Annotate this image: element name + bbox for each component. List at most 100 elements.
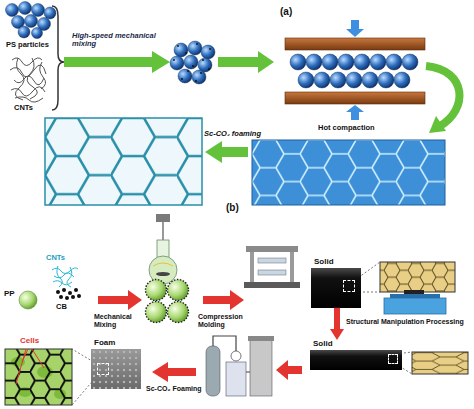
- mixing-flask: [156, 272, 170, 276]
- solid-microstructure: [380, 262, 455, 292]
- hot-press: [386, 54, 402, 70]
- foam-sample: Foam: [86, 339, 144, 389]
- red-arrow: [276, 360, 302, 380]
- curved-green-arrow: [426, 66, 460, 126]
- compression-press: [244, 246, 300, 288]
- cb-particles: [59, 295, 63, 299]
- manipulation-device: [390, 294, 440, 298]
- cb-particles: [62, 288, 66, 292]
- curved-green-arrow: [429, 116, 446, 133]
- mixed-particles: [168, 280, 189, 301]
- foaming-apparatus: [213, 336, 250, 372]
- sample-block: [311, 268, 361, 308]
- process-label: Hot compaction: [318, 124, 375, 132]
- cnt-coating: [187, 70, 189, 72]
- manipulation-device: [384, 290, 446, 314]
- cnt-tangle: [10, 65, 46, 77]
- hot-press: [346, 72, 362, 88]
- mixed-particles: [168, 302, 189, 323]
- cb-particles: [77, 294, 81, 298]
- process-arrow: [334, 308, 340, 329]
- hot-press: [285, 20, 425, 120]
- material-label: PP: [4, 290, 15, 299]
- sample-block: [91, 349, 141, 389]
- cnt-coating: [195, 80, 197, 82]
- cnt-symbol: [52, 266, 78, 287]
- foamed-sample: [45, 118, 202, 205]
- green-arrow: [64, 51, 170, 73]
- sample-block: [310, 350, 402, 370]
- process-label: Compression Molding: [198, 313, 254, 328]
- compression-press: [290, 252, 294, 282]
- coated-particles: [170, 56, 184, 70]
- ps-particles: [6, 4, 19, 17]
- material-label: CB: [56, 303, 67, 311]
- hot-press: [330, 72, 346, 88]
- compression-press: [246, 246, 298, 252]
- hot-press: [370, 54, 386, 70]
- cnt-coating: [200, 72, 202, 74]
- mixed-particles: [146, 280, 189, 323]
- hot-press: [338, 54, 354, 70]
- red-arrow: [98, 290, 142, 310]
- cb-particles: [65, 296, 69, 300]
- cnt-tangle: [15, 58, 24, 100]
- curved-green-arrow: [426, 66, 460, 133]
- green-arrow: [205, 141, 248, 163]
- foaming-apparatus: [248, 336, 274, 341]
- material-label: CNTs: [46, 254, 65, 262]
- ps-particles: [18, 26, 30, 38]
- foaming-apparatus: [226, 362, 246, 396]
- coated-particles: [192, 70, 206, 84]
- ps-particles: [19, 2, 32, 15]
- process-label: Sc-CO₂ foaming: [204, 130, 261, 138]
- cb-particles: [74, 288, 78, 292]
- red-arrow: [203, 290, 244, 310]
- foaming-apparatus: [206, 336, 274, 396]
- ps-particles: [32, 28, 43, 39]
- solid-sample: Solid: [306, 258, 368, 308]
- process-label: Sc-CO₂ Foaming: [146, 385, 202, 393]
- panel-label: (b): [226, 202, 239, 213]
- cnt-coating: [209, 48, 211, 50]
- cb-particles: [56, 288, 81, 300]
- hot-press: [285, 38, 425, 50]
- compacted-sample: [252, 140, 445, 205]
- cnt-tangle: [40, 62, 46, 89]
- process-label: Structural Manipulation Processing: [346, 318, 464, 326]
- compression-press: [250, 252, 254, 282]
- cell-image: [16, 349, 44, 384]
- manipulation-device: [404, 290, 424, 294]
- cnt-coating: [192, 65, 194, 67]
- hot-press: [402, 54, 418, 70]
- cell-image: [5, 349, 72, 405]
- pp-particle: [19, 291, 37, 309]
- mixed-particles: [146, 280, 167, 301]
- coated-particles: [178, 69, 192, 83]
- hot-press: [290, 54, 418, 88]
- cnt-tangle: [10, 58, 46, 102]
- mixing-flask: [153, 263, 173, 266]
- cnt-coating: [181, 78, 183, 80]
- mixing-flask: [149, 214, 177, 284]
- node-heading: Solid: [305, 340, 405, 349]
- cell-image: [5, 349, 72, 405]
- compression-press: [244, 282, 300, 288]
- hot-press: [298, 72, 314, 88]
- zoom-frame: [97, 363, 109, 375]
- cb-particles: [71, 295, 75, 299]
- cb-particles: [56, 290, 60, 294]
- zoom-frame: [388, 354, 398, 364]
- hot-press: [394, 72, 410, 88]
- material-label: CNTs: [14, 104, 33, 112]
- hot-press: [290, 54, 306, 70]
- oriented-microstructure: [412, 352, 468, 374]
- bracket: [52, 6, 64, 110]
- ps-particles: [25, 15, 38, 28]
- red-arrow: [152, 362, 196, 382]
- coated-particles: [184, 55, 198, 69]
- coated-particles: [201, 45, 215, 59]
- coated-particles: [174, 43, 188, 57]
- material-label: PS particles: [6, 41, 49, 49]
